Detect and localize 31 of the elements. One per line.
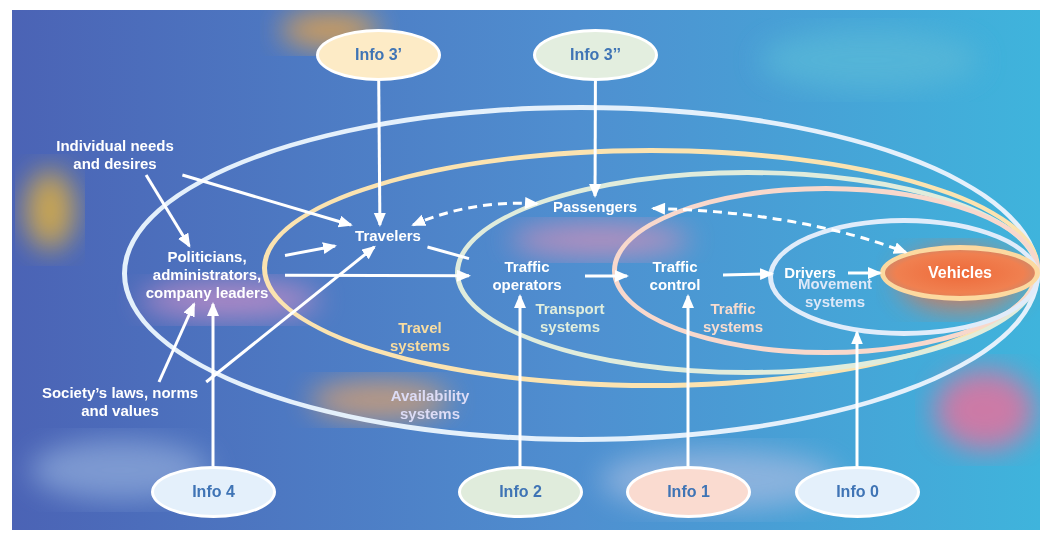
arrow <box>848 267 882 279</box>
node-label: Traffic operators <box>472 258 582 294</box>
node-label: Society’s laws, norms and values <box>35 384 205 420</box>
system-ellipse <box>768 218 1040 336</box>
system-label: Traffic systems <box>702 300 764 336</box>
node-label: Passengers <box>540 198 650 216</box>
arrow <box>682 294 694 466</box>
node-label: Travelers <box>338 227 438 245</box>
node-label: Politicians, administrators, company leaders <box>132 248 282 302</box>
system-label: Transport systems <box>534 300 606 336</box>
arrow <box>207 302 219 466</box>
arrow <box>284 242 337 257</box>
arrow <box>514 294 526 466</box>
node-label: Individual needs and desires <box>50 137 180 173</box>
dashed-arrow <box>651 202 908 254</box>
arrow <box>851 330 863 466</box>
arrow <box>373 81 386 227</box>
arrow <box>205 245 376 384</box>
node-label: Vehicles <box>926 264 993 282</box>
arrow <box>285 269 471 282</box>
system-label: Travel systems <box>388 319 451 355</box>
connector-line <box>427 245 470 260</box>
arrow <box>182 173 353 228</box>
arrow <box>589 81 602 198</box>
dashed-arrow <box>411 197 539 227</box>
system-ellipse <box>455 170 1040 375</box>
arrow <box>722 268 774 281</box>
node-label: Traffic control <box>630 258 720 294</box>
arrow <box>157 302 196 383</box>
arrow <box>585 270 629 282</box>
arrow <box>144 174 191 248</box>
